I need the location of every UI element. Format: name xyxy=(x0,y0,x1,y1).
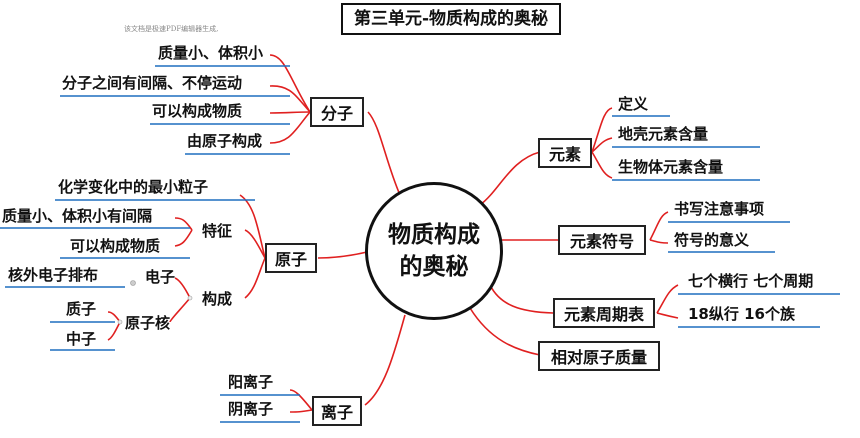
atom-feature-item[interactable]: 质量小、体积小有间隔 xyxy=(2,207,153,225)
molecule-item[interactable]: 由原子构成 xyxy=(187,132,263,150)
atom-nucleus-label[interactable]: 原子核 xyxy=(125,314,171,332)
watermark: 该文档是极速PDF编辑器生成, xyxy=(124,25,219,33)
connector-element xyxy=(479,151,541,206)
node-ion[interactable]: 离子 xyxy=(312,396,362,426)
periodic-item[interactable]: 18纵行 16个族 xyxy=(688,305,795,323)
node-molecule[interactable]: 分子 xyxy=(310,97,364,127)
element-item[interactable]: 地壳元素含量 xyxy=(618,125,709,143)
connector-ion xyxy=(364,314,406,406)
node-periodic-table[interactable]: 元素周期表 xyxy=(553,298,655,328)
molecule-item[interactable]: 可以构成物质 xyxy=(152,102,243,120)
symbol-item[interactable]: 符号的意义 xyxy=(674,231,750,249)
central-topic[interactable]: 物质构成 的奥秘 xyxy=(365,182,503,320)
central-topic-line1: 物质构成 xyxy=(388,222,480,248)
dot-marker xyxy=(117,319,123,325)
periodic-item[interactable]: 七个横行 七个周期 xyxy=(688,272,814,290)
atom-feature-item[interactable]: 可以构成物质 xyxy=(70,237,161,255)
element-item[interactable]: 生物体元素含量 xyxy=(618,158,724,176)
ion-item[interactable]: 阴离子 xyxy=(228,400,274,418)
symbol-item[interactable]: 书写注意事项 xyxy=(674,200,765,218)
molecule-item[interactable]: 质量小、体积小 xyxy=(158,44,264,62)
node-element-symbol[interactable]: 元素符号 xyxy=(558,225,646,255)
connector-molecule xyxy=(367,111,401,196)
atom-composition-label[interactable]: 构成 xyxy=(202,290,233,308)
atom-nucleus-item[interactable]: 质子 xyxy=(66,300,97,318)
atom-electron-item[interactable]: 核外电子排布 xyxy=(8,266,99,284)
node-atom[interactable]: 原子 xyxy=(265,243,317,273)
connector-relative-mass xyxy=(469,307,541,356)
page-title: 第三单元-物质构成的奥秘 xyxy=(341,3,561,35)
connector-atom xyxy=(317,251,368,259)
node-element[interactable]: 元素 xyxy=(538,138,592,168)
node-relative-atomic-mass[interactable]: 相对原子质量 xyxy=(538,341,660,371)
dot-marker xyxy=(130,280,136,286)
central-topic-line2: 的奥秘 xyxy=(399,254,469,280)
atom-nucleus-item[interactable]: 中子 xyxy=(66,330,97,348)
element-item[interactable]: 定义 xyxy=(618,95,649,113)
connector-periodic xyxy=(489,284,554,314)
atom-electron-label[interactable]: 电子 xyxy=(145,268,176,286)
ion-item[interactable]: 阳离子 xyxy=(228,373,274,391)
atom-item[interactable]: 化学变化中的最小粒子 xyxy=(58,178,209,196)
dot-marker xyxy=(187,295,193,301)
molecule-item[interactable]: 分子之间有间隔、不停运动 xyxy=(62,74,243,92)
atom-feature-label[interactable]: 特征 xyxy=(202,222,233,240)
